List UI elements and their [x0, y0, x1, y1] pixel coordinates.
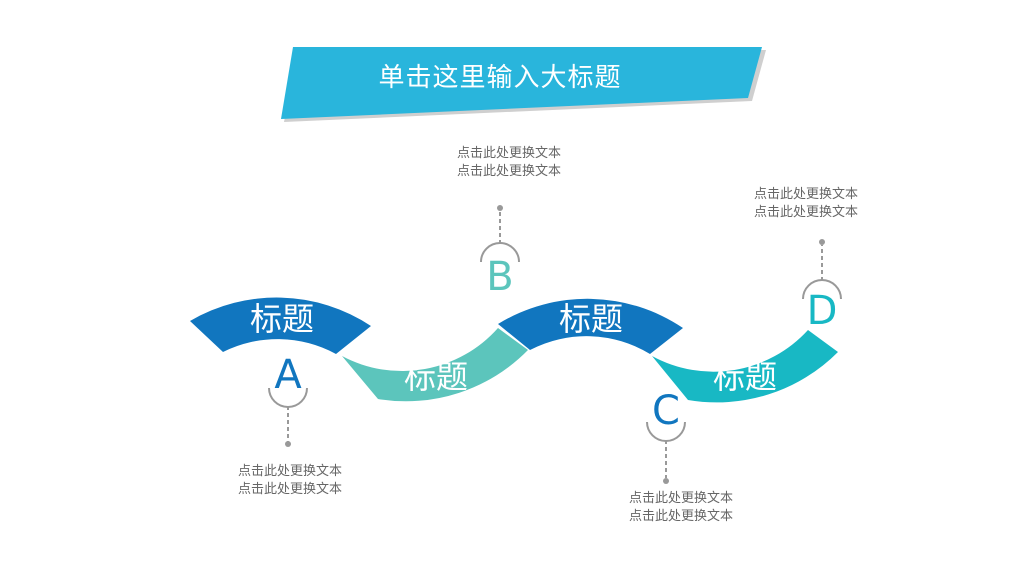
- marker-b-letter: B: [486, 254, 514, 300]
- marker-d-connector: [802, 239, 842, 300]
- caption-line: 点击此处更换文本: [628, 491, 733, 506]
- segment-3-label[interactable]: 标题: [558, 300, 623, 338]
- caption-line: 点击此处更换文本: [753, 187, 858, 202]
- marker-b-connector: [480, 205, 520, 263]
- caption-line: 点击此处更换文本: [628, 509, 733, 524]
- marker-a-connector: [268, 387, 308, 447]
- caption-line: 点击此处更换文本: [456, 164, 561, 179]
- segment-4-label[interactable]: 标题: [712, 358, 777, 396]
- segment-2-label[interactable]: 标题: [403, 358, 468, 396]
- marker-a-caption[interactable]: 点击此处更换文本 点击此处更换文本: [210, 463, 370, 499]
- title-banner-shape: [281, 47, 762, 119]
- caption-line: 点击此处更换文本: [237, 464, 342, 479]
- page-title[interactable]: 单击这里输入大标题: [378, 63, 622, 93]
- wave-segment-1: [190, 297, 371, 354]
- segment-1-label[interactable]: 标题: [249, 300, 314, 338]
- caption-line: 点击此处更换文本: [456, 146, 561, 161]
- wave-segment-4: [652, 330, 838, 403]
- caption-line: 点击此处更换文本: [753, 205, 858, 220]
- marker-c-connector: [646, 421, 686, 484]
- marker-d-caption[interactable]: 点击此处更换文本 点击此处更换文本: [726, 186, 886, 222]
- wave-segment-2: [342, 328, 528, 402]
- wave-segment-3: [498, 298, 683, 354]
- marker-a-letter: A: [274, 352, 302, 398]
- marker-c-caption[interactable]: 点击此处更换文本 点击此处更换文本: [601, 490, 761, 526]
- marker-c-letter: C: [652, 388, 680, 434]
- marker-d-letter: D: [806, 288, 838, 334]
- marker-b-caption[interactable]: 点击此处更换文本 点击此处更换文本: [429, 145, 589, 181]
- caption-line: 点击此处更换文本: [237, 482, 342, 497]
